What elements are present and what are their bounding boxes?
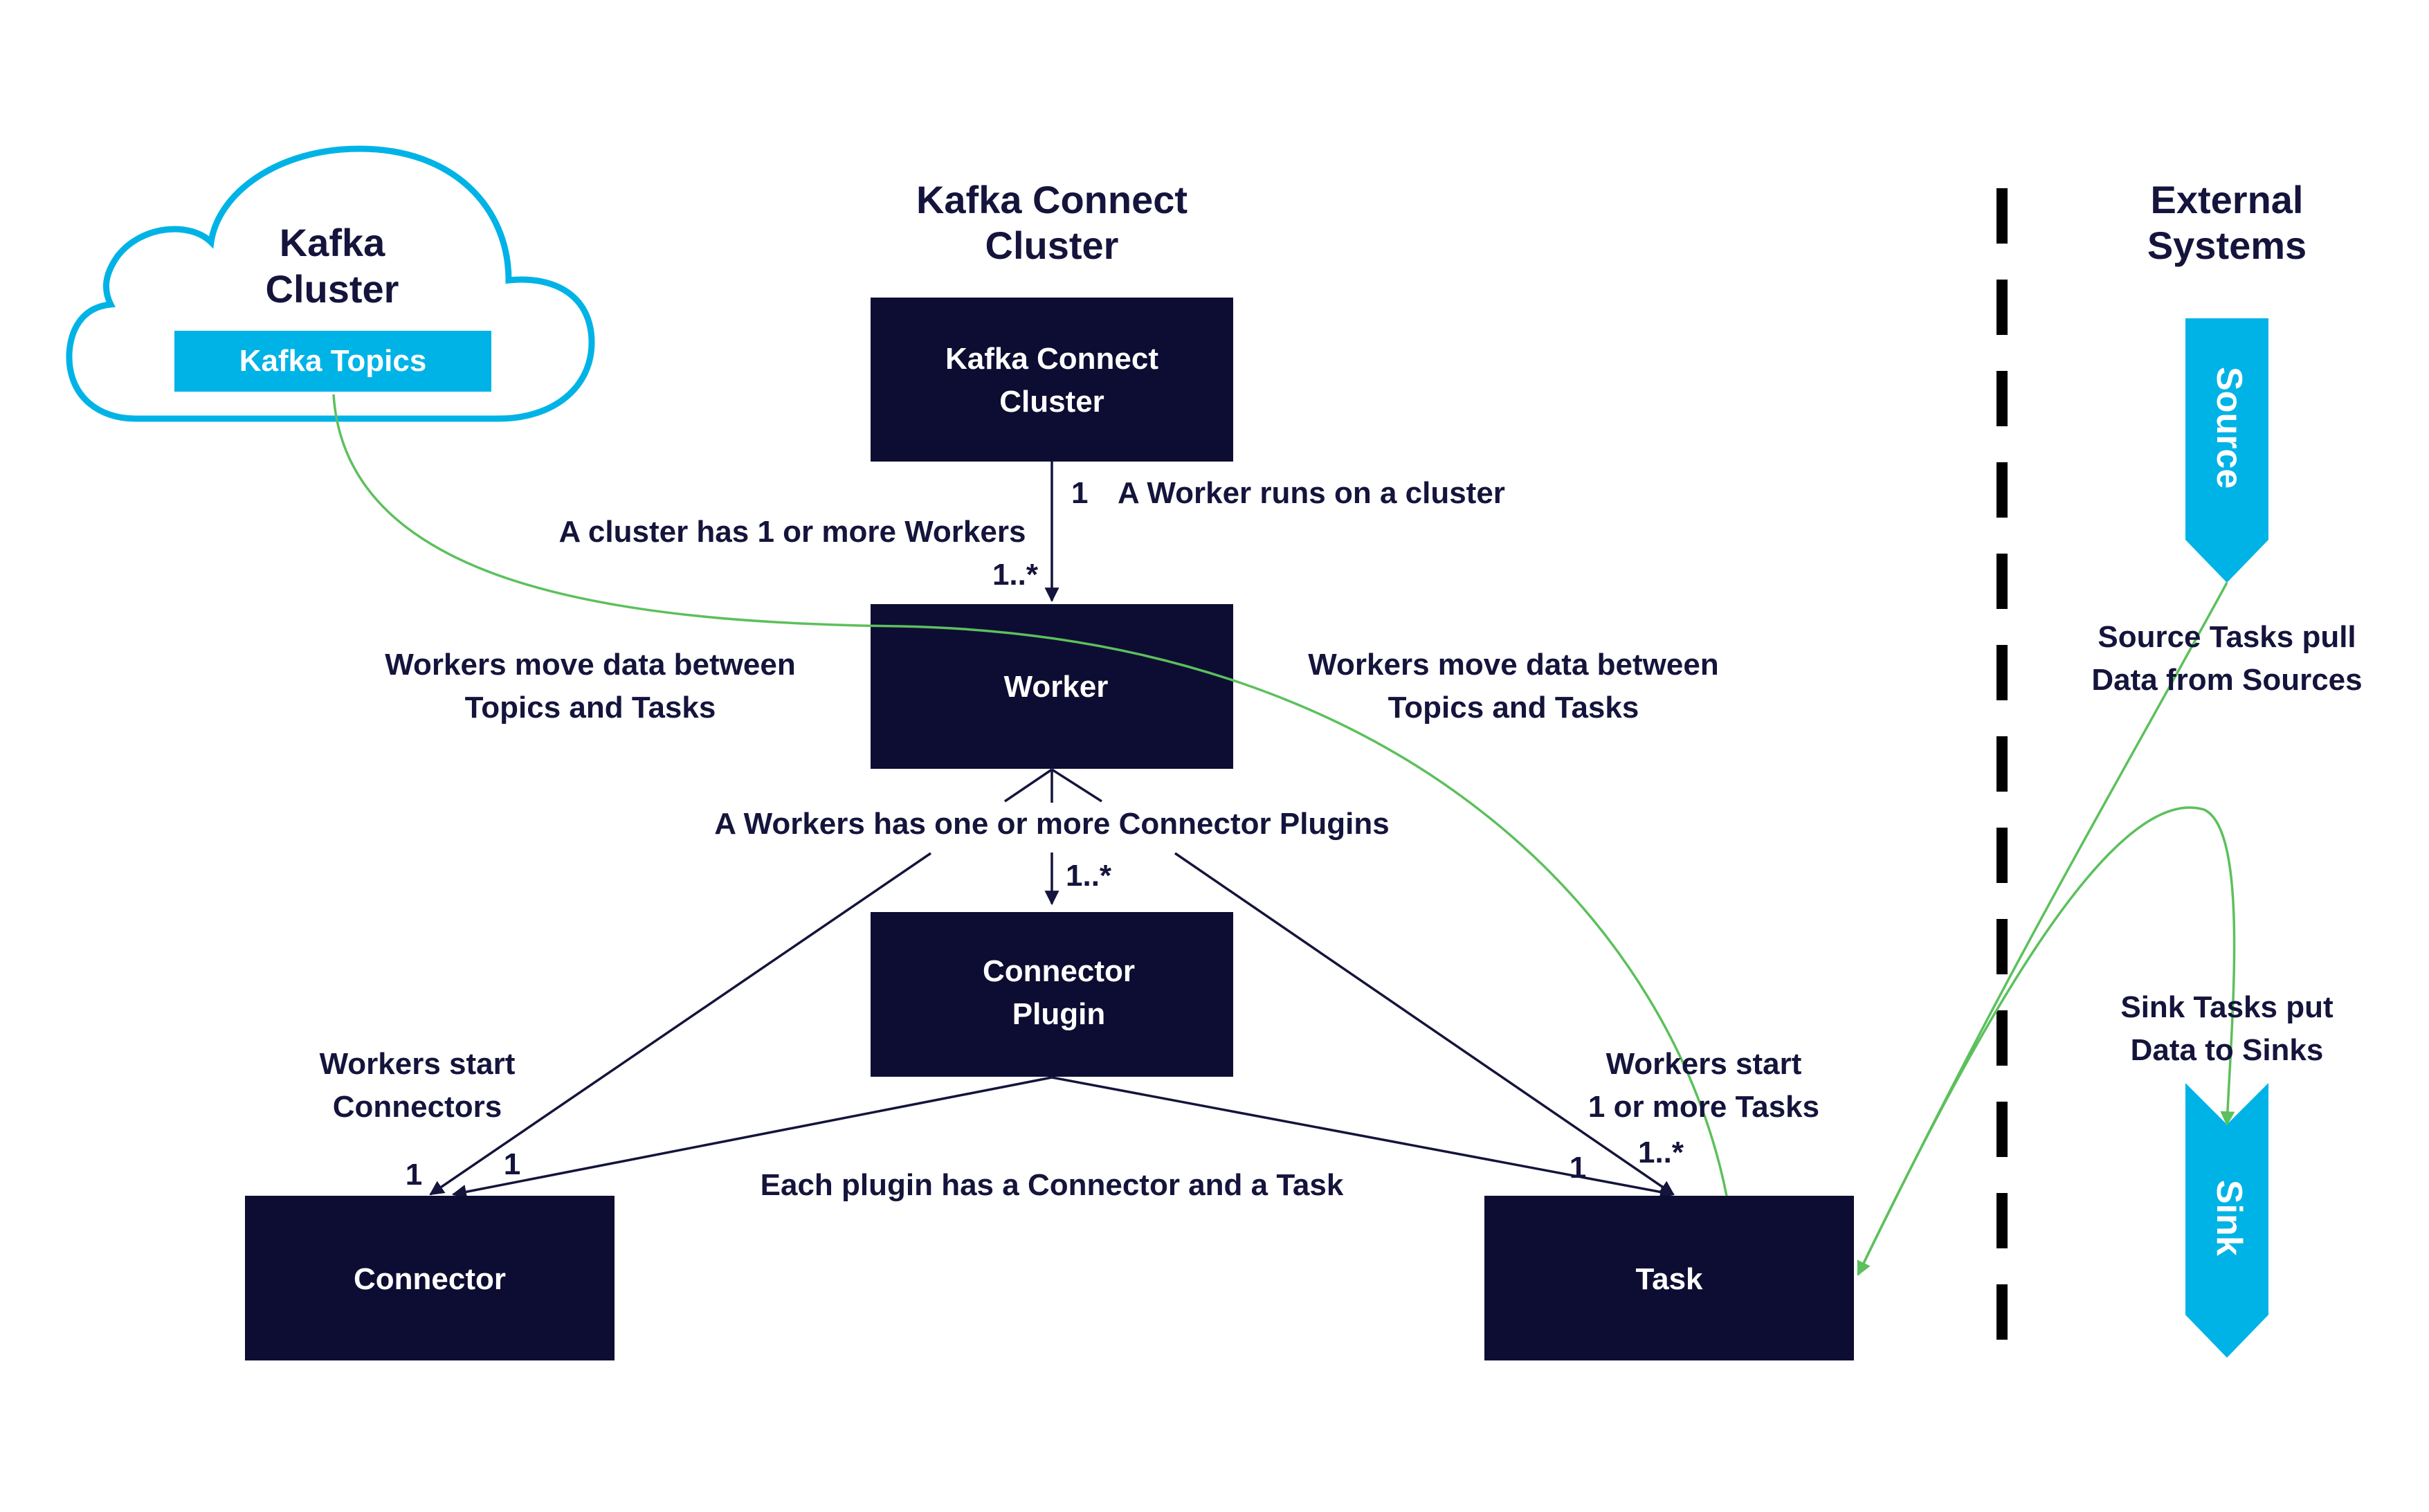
connector-box-label: Connector [354,1262,506,1296]
multiplicity-worker: 1..* [992,558,1039,592]
task-box-label: Task [1635,1262,1703,1296]
multiplicity-plugins: 1..* [1066,859,1112,893]
kafka-cluster-title-line2: Cluster [266,267,399,311]
task-box: Task [1484,1196,1854,1360]
multiplicity-task-worker: 1..* [1638,1136,1684,1169]
workers-move-right-line2: Topics and Tasks [1388,691,1639,725]
plugin-to-connector-arrow [451,1076,1053,1199]
multiplicity-cluster: 1 [1071,476,1088,510]
kafka-connect-cluster-box: Kafka Connect Cluster [871,298,1233,462]
external-systems-heading-line2: Systems [2147,224,2307,267]
kafka-cluster-cloud: Kafka Cluster Kafka Topics [66,145,595,422]
plugin-has-label: Each plugin has a Connector and a Task [761,1168,1344,1202]
kafka-connect-cluster-box-line2: Cluster [999,385,1104,419]
connector-box: Connector [245,1196,615,1360]
worker-has-plugins-label: A Workers has one or more Connector Plug… [714,807,1390,841]
worker-box: Worker [871,604,1233,769]
sink-tasks-line1: Sink Tasks put [2120,990,2334,1024]
source-tasks-line1: Source Tasks pull [2098,620,2356,654]
data-flow-lines [332,394,2236,1276]
sink-label: Sink [2209,1180,2249,1256]
worker-box-label: Worker [1004,670,1109,704]
cluster-has-workers-label: A cluster has 1 or more Workers [559,515,1026,549]
connect-cluster-heading-line2: Cluster [985,224,1119,267]
task-to-sink-flow [1857,806,2236,1275]
workers-move-left-line2: Topics and Tasks [465,691,716,725]
source-system: Source [2185,318,2268,583]
sink-chevron-icon [2185,1083,2268,1358]
worker-notch-left [1004,768,1053,803]
worker-to-connector-arrow [429,852,931,1196]
connector-plugin-box-line2: Plugin [1012,997,1105,1031]
relationship-lines [429,462,1675,1199]
source-label: Source [2209,367,2249,489]
multiplicity-connector-worker: 1 [406,1158,422,1192]
connect-cluster-heading-line1: Kafka Connect [916,178,1188,221]
workers-start-tasks-line2: 1 or more Tasks [1588,1090,1819,1124]
worker-to-task-arrow [1174,852,1675,1196]
multiplicity-task-plugin: 1 [1570,1151,1586,1185]
workers-start-connectors-line1: Workers start [320,1047,516,1081]
multiplicity-connector-plugin: 1 [504,1147,520,1181]
plugin-to-task-arrow [1051,1076,1675,1199]
kafka-cluster-title-line1: Kafka [280,221,385,264]
kafka-topics-bar [174,331,491,392]
source-tasks-line2: Data from Sources [2091,663,2362,697]
connector-plugin-box-line1: Connector [983,954,1135,988]
workers-move-right-line1: Workers move data between [1308,648,1718,682]
source-chevron-icon [2185,318,2268,583]
worker-runs-label: A Worker runs on a cluster [1118,476,1505,510]
topics-to-task-flow [332,394,1728,1196]
worker-notch-right [1051,768,1102,803]
sink-system: Sink [2185,1083,2268,1358]
workers-start-tasks-line1: Workers start [1606,1047,1802,1081]
external-systems-heading-line1: External [2151,178,2304,221]
workers-move-left-line1: Workers move data between [385,648,795,682]
sink-tasks-line2: Data to Sinks [2131,1033,2324,1067]
connector-plugin-box: Connector Plugin [871,912,1233,1077]
kafka-connect-cluster-box-line1: Kafka Connect [945,342,1158,376]
workers-start-connectors-line2: Connectors [333,1090,502,1124]
kafka-topics-label: Kafka Topics [239,344,427,378]
